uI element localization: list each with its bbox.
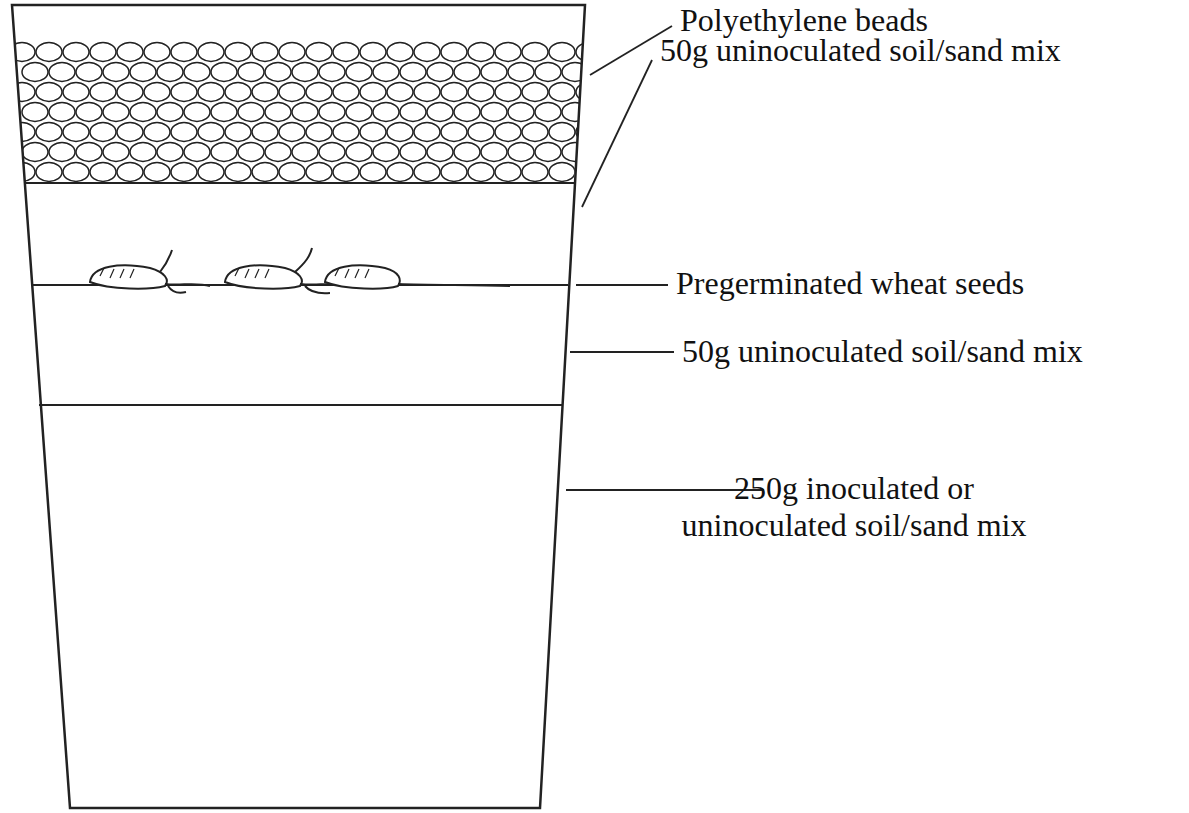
pot-outline	[12, 5, 585, 808]
layer-boundary	[39, 404, 562, 406]
layer-boundary	[25, 182, 574, 184]
wheat-seeds	[90, 248, 510, 293]
part-label: Pregerminated wheat seeds	[676, 265, 1024, 302]
leader-lines	[566, 26, 764, 490]
part-label: 50g uninoculated soil/sand mix	[660, 32, 1061, 69]
part-label: 50g uninoculated soil/sand mix	[682, 333, 1083, 370]
polyethylene-beads	[9, 43, 615, 182]
part-label: 250g inoculated or uninoculated soil/san…	[670, 470, 1038, 544]
